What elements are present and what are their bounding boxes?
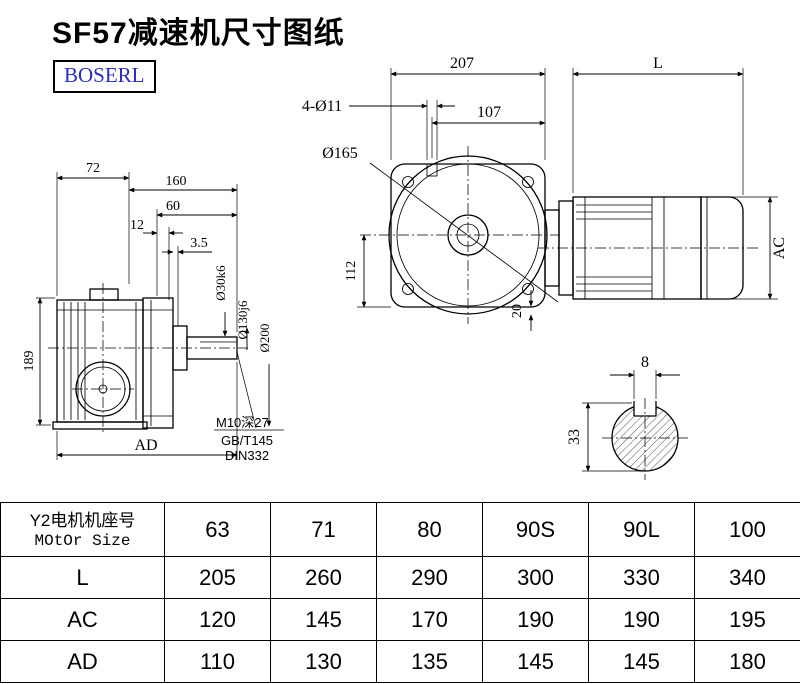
col-header-80: 80	[376, 502, 483, 557]
dim-dia130: Ø130j6	[235, 300, 250, 340]
row-label-ac: AC	[0, 598, 165, 641]
dim-dia30: Ø30k6	[213, 265, 228, 301]
cell-l-90l: 330	[588, 556, 695, 599]
cell-l-71: 260	[270, 556, 377, 599]
cell-ad-80: 135	[376, 640, 483, 683]
dim-189: 189	[22, 351, 37, 372]
motor-size-header: Y2电机机座号 MOtOr Size	[0, 502, 165, 557]
row-label-ad: AD	[0, 640, 165, 683]
cell-ac-90s: 190	[482, 598, 589, 641]
col-header-90l: 90L	[588, 502, 695, 557]
dim-112: 112	[344, 261, 359, 281]
dim-8: 8	[641, 354, 649, 371]
dim-ac: AC	[771, 237, 788, 259]
dim-3-5: 3.5	[190, 236, 208, 251]
table-row-l: L 205 260 290 300 330 340	[0, 556, 800, 599]
cell-ac-100: 195	[694, 598, 800, 641]
col-header-71: 71	[270, 502, 377, 557]
dim-60: 60	[166, 199, 180, 214]
cell-ac-63: 120	[164, 598, 271, 641]
dimension-table: Y2电机机座号 MOtOr Size 63 71 80 90S 90L 100 …	[0, 502, 800, 683]
cell-ad-100: 180	[694, 640, 800, 683]
dim-12: 12	[130, 218, 144, 233]
drawing-area: 72 160 60 12 3.5 189	[22, 17, 788, 480]
dim-dia200: Ø200	[257, 324, 272, 353]
cell-ac-71: 145	[270, 598, 377, 641]
dim-107: 107	[477, 104, 501, 121]
dim-ad: AD	[134, 437, 157, 454]
col-header-63: 63	[164, 502, 271, 557]
left-view: 72 160 60 12 3.5 189	[22, 161, 284, 463]
dim-160: 160	[166, 174, 187, 189]
cell-ad-71: 130	[270, 640, 377, 683]
dim-dia165: Ø165	[322, 145, 358, 162]
cell-l-90s: 300	[482, 556, 589, 599]
page-title: SF57减速机尺寸图纸	[52, 17, 345, 50]
right-view: 207 L 4-Ø11 107 Ø165 112 20	[302, 55, 788, 331]
cell-ad-90l: 145	[588, 640, 695, 683]
col-header-90s: 90S	[482, 502, 589, 557]
dim-20: 20	[510, 304, 525, 318]
technical-drawing: 72 160 60 12 3.5 189	[22, 55, 788, 480]
shaft-section-view: 8 33	[566, 354, 688, 480]
cell-ac-90l: 190	[588, 598, 695, 641]
brand-logo: BOSERL	[53, 60, 156, 93]
std-din332: DIN332	[225, 448, 269, 463]
dim-33: 33	[566, 429, 583, 445]
row-label-l: L	[0, 556, 165, 599]
dim-72: 72	[86, 161, 100, 176]
dim-207: 207	[450, 55, 474, 72]
dim-l: L	[653, 55, 663, 72]
table-header-row: Y2电机机座号 MOtOr Size 63 71 80 90S 90L 100	[0, 502, 800, 557]
table-row-ad: AD 110 130 135 145 145 180	[0, 640, 800, 683]
motor-size-header-cn: Y2电机机座号	[29, 511, 136, 531]
std-gbt145: GB/T145	[221, 433, 273, 448]
cell-l-80: 290	[376, 556, 483, 599]
cell-ad-63: 110	[164, 640, 271, 683]
cell-ac-80: 170	[376, 598, 483, 641]
dim-4-dia11: 4-Ø11	[302, 98, 342, 115]
cell-l-100: 340	[694, 556, 800, 599]
table-row-ac: AC 120 145 170 190 190 195	[0, 598, 800, 641]
motor-size-header-en: MOtOr Size	[34, 531, 131, 550]
col-header-100: 100	[694, 502, 800, 557]
cell-ad-90s: 145	[482, 640, 589, 683]
thread-note: M10深27	[216, 415, 269, 430]
cell-l-63: 205	[164, 556, 271, 599]
